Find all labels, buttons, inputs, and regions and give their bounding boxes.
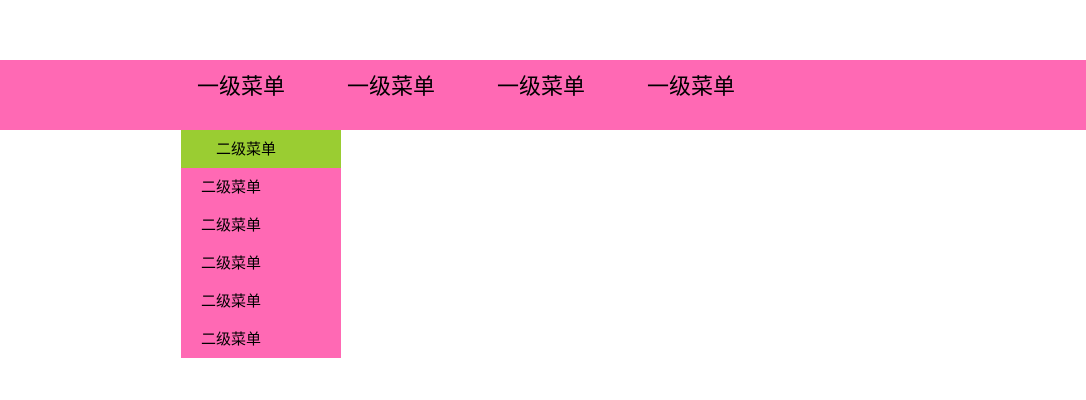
- submenu-item[interactable]: 二级菜单: [201, 178, 262, 196]
- nav-item-4[interactable]: 一级菜单: [647, 75, 736, 100]
- nav-item-3[interactable]: 一级菜单: [497, 75, 586, 100]
- submenu-item[interactable]: 二级菜单: [201, 330, 262, 348]
- submenu-item[interactable]: 二级菜单: [201, 292, 262, 310]
- top-nav-bar: 一级菜单 一级菜单 一级菜单 一级菜单: [0, 60, 1086, 130]
- nav-item-2[interactable]: 一级菜单: [347, 75, 436, 100]
- submenu-item[interactable]: 二级菜单: [201, 254, 262, 272]
- submenu-item-hovered[interactable]: 二级菜单: [181, 130, 341, 168]
- nav-item-1[interactable]: 一级菜单: [197, 75, 286, 100]
- submenu-item[interactable]: 二级菜单: [201, 216, 262, 234]
- dropdown-submenu: 二级菜单 二级菜单 二级菜单 二级菜单 二级菜单 二级菜单: [181, 130, 341, 358]
